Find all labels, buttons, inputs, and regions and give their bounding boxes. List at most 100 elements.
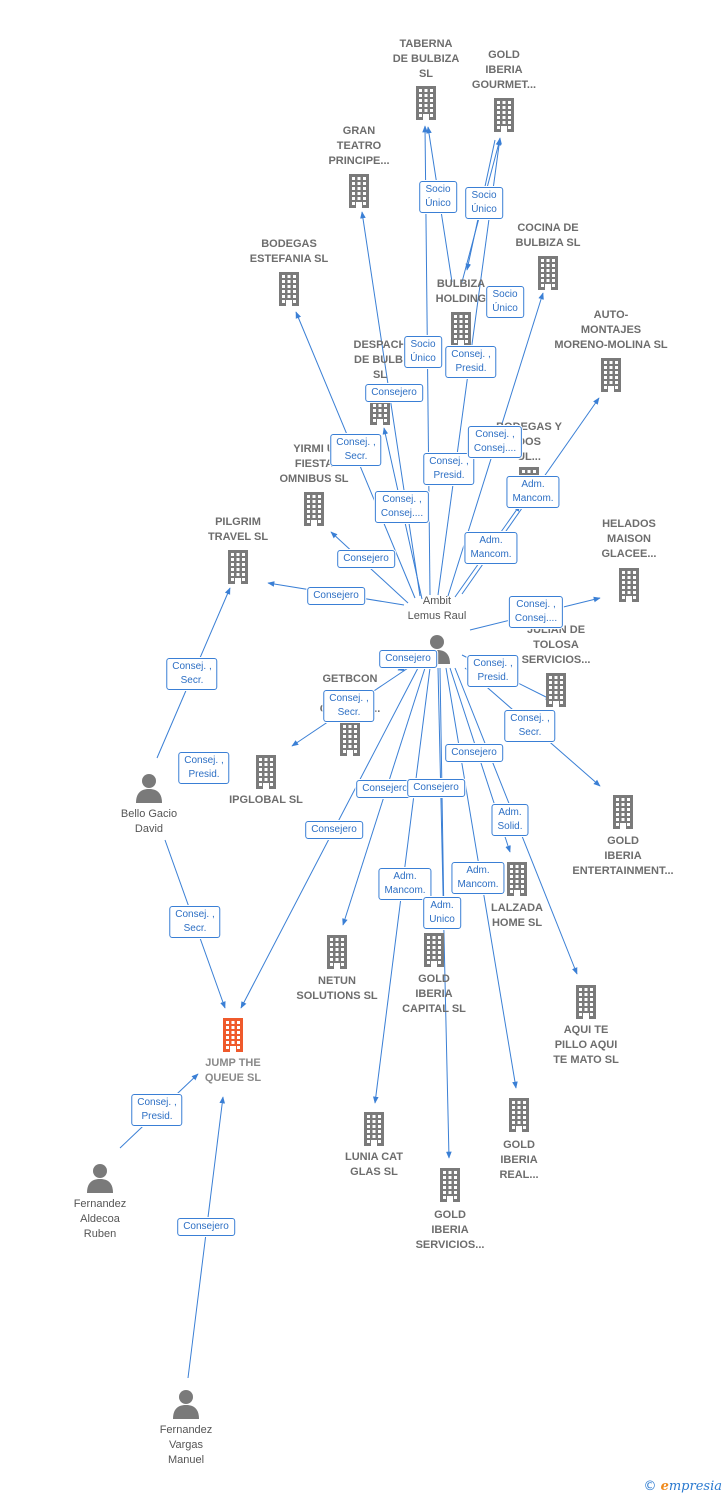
company-node-gold_entertainment[interactable] [553,795,693,834]
edge-label-consejero-9[interactable]: Consejero [177,1218,235,1236]
edge-label-adm-mancom-4[interactable]: Adm. Mancom. [451,862,505,894]
edge-label-consejero-4[interactable]: Consejero [379,650,437,668]
edge-label-consej-secr-1[interactable]: Consej. , Secr. [330,434,382,466]
node-label-text: GOLD IBERIA SERVICIOS... [415,1209,485,1251]
node-label-jump[interactable]: JUMP THE QUEUE SL [163,1056,303,1086]
company-node-gran_teatro[interactable] [289,174,429,213]
edge-label-socio-unico-1[interactable]: Socio Único [419,181,457,213]
edge-label-consejero-2[interactable]: Consejero [337,550,395,568]
edge-label-consejero-1[interactable]: Consejero [365,384,423,402]
node-label-gold_entertainment[interactable]: GOLD IBERIA ENTERTAINMENT... [553,834,693,879]
company-node-netun[interactable] [267,935,407,974]
node-label-gold_real[interactable]: GOLD IBERIA REAL... [449,1138,589,1183]
node-label-text: LALZADA HOME SL [491,902,543,929]
node-label-bodegas_estefania[interactable]: BODEGAS ESTEFANIA SL [219,237,359,267]
edge-label-consej-secr-4[interactable]: Consej. , Secr. [166,658,218,690]
node-label-fernandez_vargas[interactable]: Fernandez Vargas Manuel [116,1423,256,1468]
node-label-gran_teatro[interactable]: GRAN TEATRO PRINCIPE... [289,124,429,169]
company-node-calzada[interactable] [447,862,587,901]
company-node-auto_montajes[interactable] [541,358,681,397]
edge-label-consej-presid-1[interactable]: Consej. , Presid. [445,346,497,378]
person-icon [171,1389,201,1424]
node-label-ambit[interactable]: Ambit Lemus Raul [367,594,507,624]
node-label-text: Bello Gacio David [120,808,178,835]
company-node-gold_real[interactable] [449,1098,589,1137]
edge-label-consej-secr-5[interactable]: Consej. , Secr. [169,906,221,938]
edge-label-adm-solid-1[interactable]: Adm. Solid. [491,804,529,836]
company-node-taberna[interactable] [356,86,496,125]
edge-label-consej-presid-2[interactable]: Consej. , Presid. [423,453,475,485]
person-icon [134,773,164,808]
node-label-text: Fernandez Aldecoa Ruben [73,1198,127,1240]
building-icon [347,174,371,213]
company-node-ipglobal[interactable] [196,755,336,794]
company-node-pilgrim[interactable] [168,550,308,589]
edge-label-consej-presid-5[interactable]: Consej. , Presid. [131,1094,183,1126]
node-label-bello[interactable]: Bello Gacio David [79,807,219,837]
company-node-bulbiza_holding[interactable] [391,312,531,351]
node-label-gold_gourmet[interactable]: GOLD IBERIA GOURMET... [434,48,574,93]
company-node-julian[interactable] [486,673,626,712]
node-label-text: GOLD IBERIA CAPITAL SL [402,973,466,1015]
company-node-lunia[interactable] [304,1112,444,1151]
node-label-text: AQUI TE PILLO AQUI TE MATO SL [553,1024,619,1066]
node-label-text: BULBIZA HOLDING [435,278,487,305]
company-node-yirmi[interactable] [244,492,384,531]
node-label-bulbiza_holding[interactable]: BULBIZA HOLDING [391,277,531,307]
person-node-fernandez_vargas[interactable] [116,1389,256,1424]
edge-label-adm-mancom-1[interactable]: Adm. Mancom. [506,476,560,508]
edge-label-consej-secr-2[interactable]: Consej. , Secr. [323,690,375,722]
node-label-helados[interactable]: HELADOS MAISON GLACEE... [559,517,699,562]
company-node-cocina[interactable] [478,256,618,295]
edge-label-consejero-6[interactable]: Consejero [356,780,414,798]
edge-label-consej-presid-3[interactable]: Consej. , Presid. [467,655,519,687]
company-node-gold_capital[interactable] [364,933,504,972]
company-node-getbcon[interactable] [280,722,420,761]
person-node-bello[interactable] [79,773,219,808]
building-icon [536,256,560,295]
company-node-jump[interactable] [163,1018,303,1057]
building-icon [544,673,568,712]
node-label-netun[interactable]: NETUN SOLUTIONS SL [267,974,407,1004]
node-label-gold_servicios[interactable]: GOLD IBERIA SERVICIOS... [380,1208,520,1253]
company-node-bodegas_estefania[interactable] [219,272,359,311]
edge-label-consej-secr-3[interactable]: Consej. , Secr. [504,710,556,742]
company-node-gold_servicios[interactable] [380,1168,520,1207]
edge-label-consej-presid-4[interactable]: Consej. , Presid. [178,752,230,784]
node-label-julian[interactable]: JULIAN DE TOLOSA SERVICIOS... [486,623,626,668]
node-label-aqui_te[interactable]: AQUI TE PILLO AQUI TE MATO SL [516,1023,656,1068]
person-node-fernandez_aldecoa[interactable] [30,1163,170,1198]
edge-label-socio-unico-4[interactable]: Socio Único [404,336,442,368]
company-node-gold_gourmet[interactable] [434,98,574,137]
edge-label-consej-consej-3[interactable]: Consej. , Consej.... [508,596,564,628]
node-label-calzada[interactable]: LALZADA HOME SL [447,901,587,931]
edge-label-adm-mancom-2[interactable]: Adm. Mancom. [464,532,518,564]
edge-label-socio-unico-3[interactable]: Socio Único [486,286,524,318]
edge-label-consej-consej-1[interactable]: Consej. , Consej.... [374,491,430,523]
building-icon [221,1018,245,1057]
node-label-text: BODEGAS ESTEFANIA SL [249,238,329,265]
node-label-pilgrim[interactable]: PILGRIM TRAVEL SL [168,515,308,545]
node-label-text: DESPACH DE BULBI SL [353,339,407,381]
edge-label-adm-unico-1[interactable]: Adm. Unico [423,897,461,929]
edge-label-consejero-5[interactable]: Consejero [445,744,503,762]
building-icon [492,98,516,137]
edge-label-adm-mancom-3[interactable]: Adm. Mancom. [378,868,432,900]
company-node-aqui_te[interactable] [516,985,656,1024]
edge-label-consej-consej-2[interactable]: Consej. , Consej.... [467,426,523,458]
building-icon [302,492,326,531]
edge-label-consejero-8[interactable]: Consejero [305,821,363,839]
node-label-gold_capital[interactable]: GOLD IBERIA CAPITAL SL [364,972,504,1017]
node-label-cocina[interactable]: COCINA DE BULBIZA SL [478,221,618,251]
node-label-text: HELADOS MAISON GLACEE... [601,518,657,560]
node-label-auto_montajes[interactable]: AUTO- MONTAJES MORENO-MOLINA SL [541,308,681,353]
company-node-helados[interactable] [559,568,699,607]
edge-label-socio-unico-2[interactable]: Socio Único [465,187,503,219]
node-label-ipglobal[interactable]: IPGLOBAL SL [196,793,336,808]
edge-label-consejero-7[interactable]: Consejero [407,779,465,797]
node-label-despacho[interactable]: DESPACH DE BULBI SL [310,338,450,383]
node-label-lunia[interactable]: LUNIA CAT GLAS SL [304,1150,444,1180]
node-label-taberna[interactable]: TABERNA DE BULBIZA SL [356,37,496,82]
edge-label-consejero-3[interactable]: Consejero [307,587,365,605]
node-label-fernandez_aldecoa[interactable]: Fernandez Aldecoa Ruben [30,1197,170,1242]
